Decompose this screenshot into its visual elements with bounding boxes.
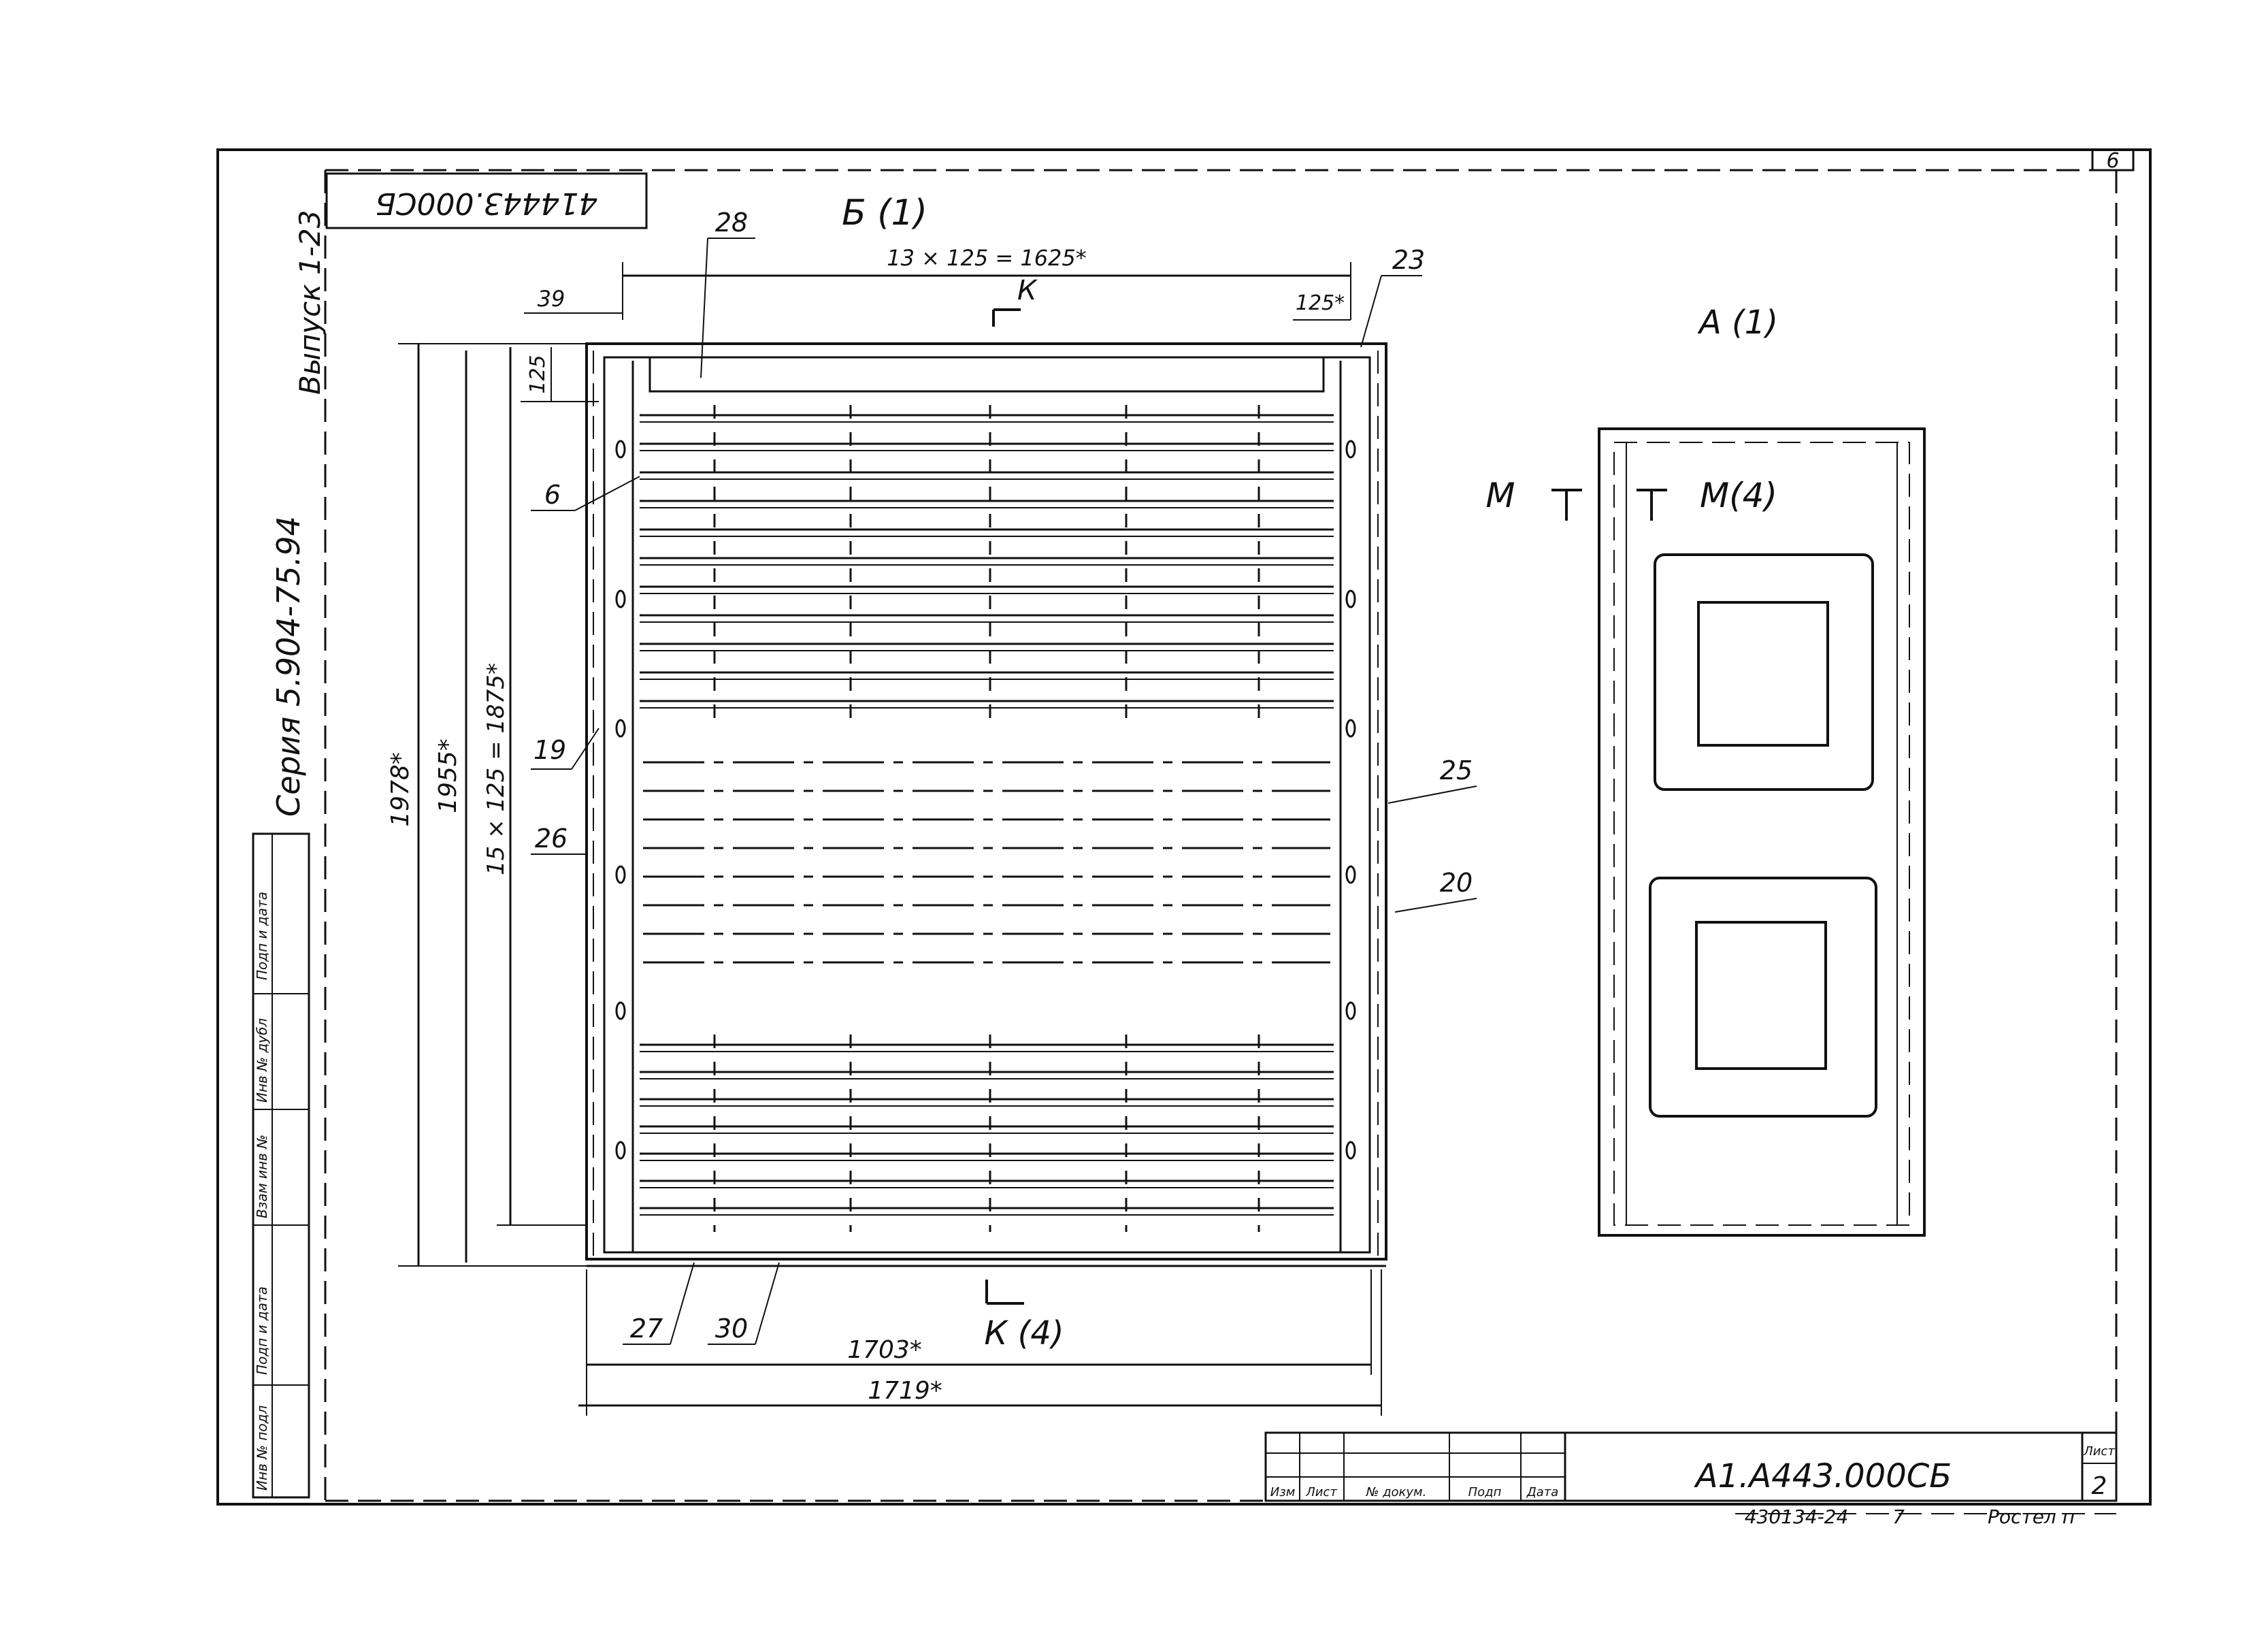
mount-hole xyxy=(615,1001,626,1020)
mount-hole xyxy=(615,440,626,459)
col-doc: № докум. xyxy=(1366,1485,1427,1499)
callout-20: 20 xyxy=(1440,868,1473,898)
panel-inner xyxy=(603,356,1371,1254)
outer-frame xyxy=(216,148,2152,1506)
callout-25: 25 xyxy=(1440,755,1473,785)
mount-hole xyxy=(1345,440,1356,459)
code-box xyxy=(325,172,648,229)
sheet-label: Лист xyxy=(2083,1444,2115,1459)
bottom-note-left: 430134-24 xyxy=(1745,1506,1849,1528)
section-k-top: К xyxy=(1017,275,1038,306)
col-data: Дата xyxy=(1526,1485,1559,1499)
dim-top-span-text: 13 × 125 = 1625* xyxy=(887,245,1087,271)
stamp-cell-2: Подп и дата xyxy=(254,1286,270,1375)
opening-lower-outer xyxy=(1649,877,1877,1118)
series-text: Серия 5.904-75.94 xyxy=(270,516,307,817)
mount-hole xyxy=(1345,589,1356,608)
stamp-cell-5: Подп и дата xyxy=(254,892,270,980)
side-holes xyxy=(615,440,1356,1160)
issue-text: Выпуск 1-23 xyxy=(293,210,327,395)
dim-bottom-w1-text: 1703* xyxy=(847,1336,922,1364)
callout-6: 6 xyxy=(544,480,561,510)
view-a-outline xyxy=(1598,427,1926,1237)
dim-grid-h-text: 15 × 125 = 1875* xyxy=(482,663,510,875)
callout-23: 23 xyxy=(1392,245,1425,275)
code-rotated: 414443.000СБ xyxy=(376,186,598,221)
section-m4: М(4) xyxy=(1700,476,1777,515)
bottom-note-mid: 7 xyxy=(1892,1506,1905,1528)
dim-bottom-w2-text: 1719* xyxy=(868,1377,942,1405)
corner-number: 6 xyxy=(2106,149,2119,173)
section-k4: К (4) xyxy=(984,1314,1064,1352)
view-a-title: А (1) xyxy=(1697,304,1778,342)
col-list: Лист xyxy=(1305,1485,1337,1499)
opening-lower-inner xyxy=(1695,921,1827,1070)
section-m: М xyxy=(1485,476,1515,515)
top-plate xyxy=(648,356,1325,393)
mount-hole xyxy=(615,865,626,884)
opening-upper-inner xyxy=(1697,601,1829,747)
panel-outline xyxy=(585,342,1387,1261)
bar-group-bottom xyxy=(640,1035,1334,1232)
col-izm: Изм xyxy=(1270,1485,1296,1499)
callout-19: 19 xyxy=(533,735,566,765)
designation: А1.А443.000СБ xyxy=(1694,1457,1952,1495)
title-block xyxy=(1264,1431,2118,1502)
stamp-cell-4: Инв № дубл xyxy=(254,1018,270,1103)
stamp-cell-3: Взам инв № xyxy=(254,1135,270,1218)
callout-27: 27 xyxy=(630,1314,663,1344)
mount-hole xyxy=(1345,865,1356,884)
mount-hole xyxy=(1345,1141,1356,1160)
mount-hole xyxy=(615,589,626,608)
bar-group-top xyxy=(640,405,1334,725)
sheet-number: 2 xyxy=(2092,1472,2107,1500)
dim-left-offset: 39 xyxy=(538,286,565,312)
mount-hole xyxy=(1345,719,1356,738)
callout-26: 26 xyxy=(535,824,568,853)
mount-hole xyxy=(1345,1001,1356,1020)
mount-hole xyxy=(615,1141,626,1160)
dim-right-step: 125* xyxy=(1296,291,1345,315)
callout-28: 28 xyxy=(715,208,748,238)
view-b-title: Б (1) xyxy=(842,193,927,233)
corner-box xyxy=(2091,148,2135,172)
col-podp: Подп xyxy=(1468,1485,1502,1499)
dim-total-h2-text: 1955* xyxy=(434,738,462,813)
side-stamp xyxy=(252,832,310,1499)
callout-30: 30 xyxy=(715,1314,748,1344)
mount-hole xyxy=(615,719,626,738)
bar-group-mid xyxy=(643,761,1330,964)
dim-top-step: 125 xyxy=(526,355,550,393)
opening-upper-outer xyxy=(1654,553,1874,791)
stamp-cell-1: Инв № подл xyxy=(254,1405,270,1491)
bottom-note-right: Ростел п xyxy=(1988,1506,2075,1528)
dim-total-h1-text: 1978* xyxy=(387,752,414,827)
